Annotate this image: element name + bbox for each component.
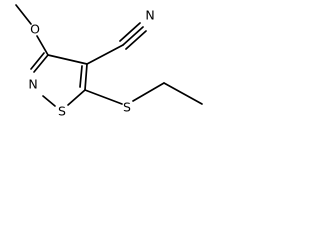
bond-c5-c4-double [79,65,83,88]
bond-oxygen-c3 [36,35,49,56]
atom-label-nitrile-n: N [145,8,154,23]
nitrile-triple-bond-1 [122,26,144,46]
nitrile-triple-bond-3 [125,30,147,50]
bond-methyl-oxygen [15,4,32,25]
bond-sulfur-ch2 [132,82,165,102]
molecule-structure: N O N S S [15,4,203,119]
bond-c4-cnitrile [86,44,124,65]
atom-label-ring-n: N [28,77,37,92]
nitrile-triple-bond-2 [119,22,141,42]
atom-label-methoxy-o: O [30,22,40,37]
bond-c3-n2 [33,54,49,73]
atom-label-thioether-s: S [123,100,131,115]
bond-c5-sulfur [84,89,123,105]
bond-c5-c4 [84,63,88,91]
bond-c4-c3 [47,54,88,65]
bond-s1-c5 [67,89,86,106]
bond-c3-n2-double [30,52,45,70]
atom-label-ring-s: S [58,104,66,119]
bond-ch2-ch3 [163,82,203,105]
bond-n2-s1 [42,95,56,107]
